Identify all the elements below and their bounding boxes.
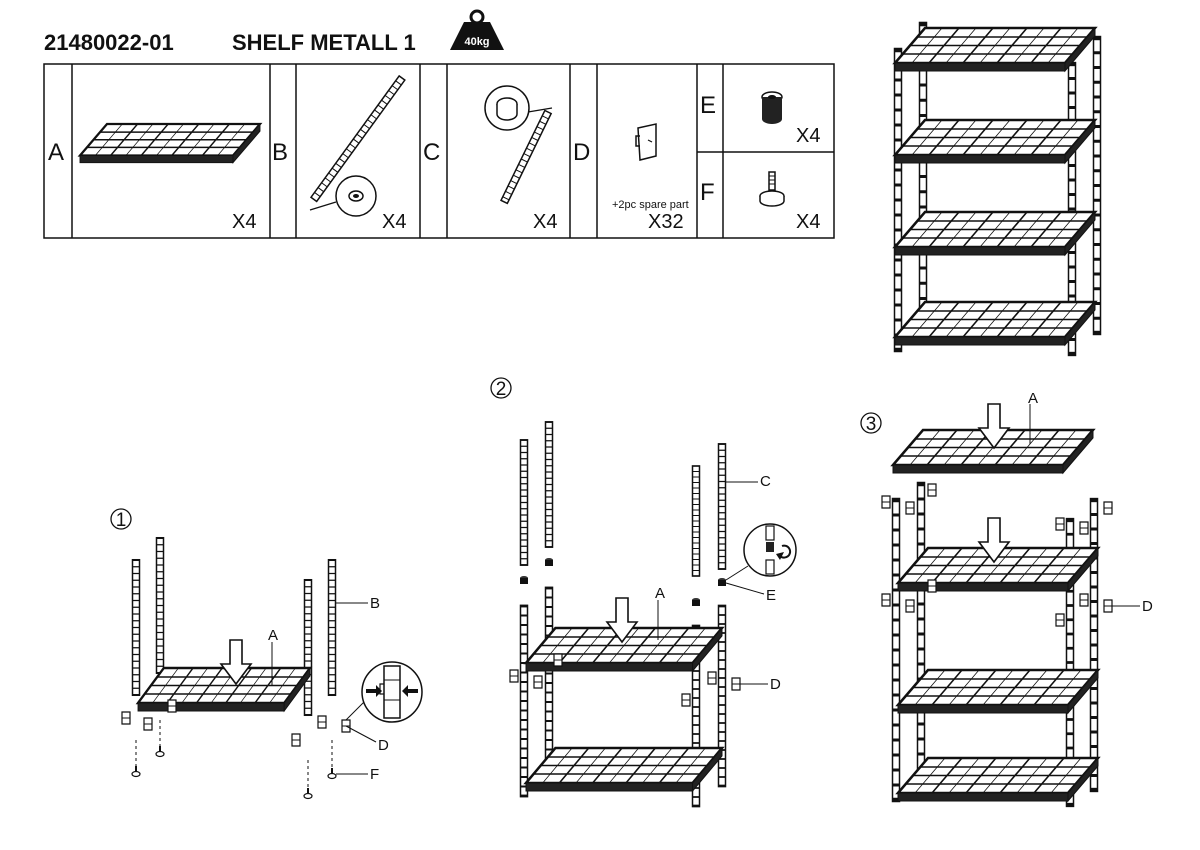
lower-pole-icon <box>309 74 406 217</box>
part-d-quantity: X32 <box>648 211 684 233</box>
part-e-quantity: X4 <box>796 125 820 147</box>
step-3-number: 3 <box>866 414 877 435</box>
part-c-quantity: X4 <box>533 211 557 233</box>
part-d-letter: D <box>573 139 590 166</box>
step-1-callout-a: A <box>268 627 278 644</box>
part-b-quantity: X4 <box>382 211 406 233</box>
step-1: 1 A B D F <box>110 508 423 800</box>
part-c-letter: C <box>423 139 440 166</box>
product-name: SHELF METALL 1 <box>232 30 416 55</box>
step-3-callout-a: A <box>1028 390 1038 407</box>
part-e-letter: E <box>700 92 716 119</box>
step-2-number: 2 <box>496 379 507 400</box>
step-2: 2 C E A <box>490 377 797 808</box>
step-2-callout-a: A <box>655 585 665 602</box>
step-2-callout-e: E <box>766 587 776 604</box>
part-a-quantity: X4 <box>232 211 256 233</box>
step-2-callout-c: C <box>760 473 771 490</box>
step-3: 3 A D <box>860 390 1153 805</box>
weight-limit: 40kg <box>464 36 489 48</box>
finished-shelf-unit <box>895 24 1101 354</box>
part-b-letter: B <box>272 139 288 166</box>
step-1-callout-d: D <box>378 737 389 754</box>
upper-pole-icon <box>484 85 553 205</box>
part-a-letter: A <box>48 139 64 166</box>
part-f-quantity: X4 <box>796 211 820 233</box>
step-1-callout-b: B <box>370 595 380 612</box>
weight-icon: 40kg <box>450 9 504 50</box>
parts-table <box>43 63 835 239</box>
pole-connector-icon <box>761 91 783 124</box>
step-1-callout-f: F <box>370 766 379 783</box>
leveling-foot-icon <box>759 171 785 207</box>
step-2-callout-d: D <box>770 676 781 693</box>
spare-part-note: +2pc spare part <box>612 199 689 211</box>
step-1-number: 1 <box>116 510 127 531</box>
step-3-callout-d: D <box>1142 598 1153 615</box>
wire-shelf-icon <box>78 122 262 164</box>
sleeve-clip-icon <box>635 123 657 161</box>
part-f-letter: F <box>700 179 715 206</box>
part-number: 21480022-01 <box>44 30 174 55</box>
